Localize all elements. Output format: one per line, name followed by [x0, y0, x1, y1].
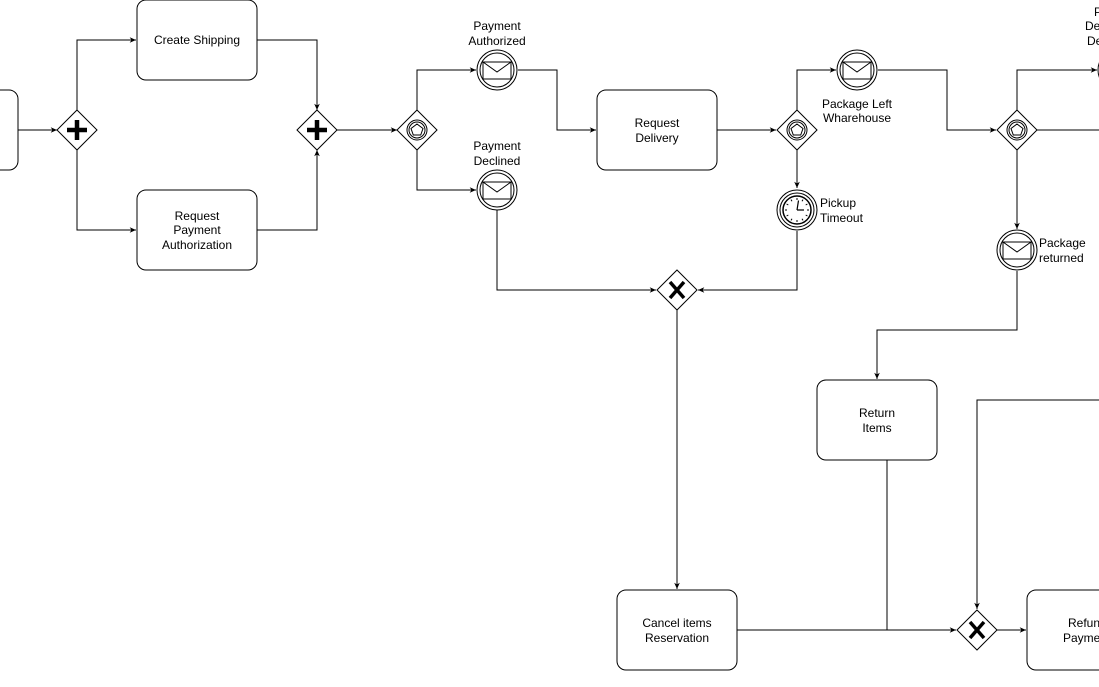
event-package-delivered-partial[interactable]: P De De — [1085, 5, 1099, 90]
flow-declined-to-exclusive[interactable] — [496, 210, 656, 293]
gateway-exclusive-refund[interactable] — [956, 609, 998, 651]
sequence-flows — [18, 37, 1099, 633]
flow-timeout-to-exclusive[interactable] — [698, 231, 798, 293]
gateway-event-package[interactable] — [996, 109, 1038, 151]
task-label: Payme — [1063, 631, 1099, 645]
task-return-items[interactable]: Return Items — [816, 379, 938, 461]
flow-gateway-to-package-left[interactable] — [796, 67, 836, 110]
task-label: Return — [859, 406, 895, 420]
event-label: Payment — [473, 139, 521, 153]
event-label: Payment — [473, 19, 521, 33]
task-previous[interactable] — [0, 89, 19, 171]
event-label: Timeout — [820, 211, 864, 225]
event-label: P — [1094, 5, 1099, 19]
pentagon-icon — [790, 123, 804, 136]
pentagon-icon — [410, 123, 424, 136]
pentagon-icon — [1010, 123, 1024, 136]
gateway-event-delivery[interactable] — [776, 109, 818, 151]
event-label: Wharehouse — [823, 111, 891, 125]
gateway-parallel-join[interactable] — [296, 109, 338, 151]
event-label: Package Left — [822, 97, 893, 111]
flow-gateway-to-payment-declined[interactable] — [416, 150, 476, 193]
task-request-payment-authorization[interactable]: Request Payment Authorization — [136, 189, 258, 271]
task-request-delivery[interactable]: Request Delivery — [596, 89, 718, 171]
gateway-parallel-split[interactable] — [56, 109, 98, 151]
task-label: Delivery — [635, 131, 678, 145]
task-refund-payment[interactable]: Refun Payme — [1026, 589, 1099, 671]
x-icon — [968, 620, 986, 640]
task-cancel-items-reservation[interactable]: Cancel items Reservation — [616, 589, 738, 671]
flow-gateway-to-delivered[interactable] — [1016, 67, 1097, 110]
flow-request-payment-to-join[interactable] — [257, 150, 320, 231]
task-create-shipping[interactable]: Create Shipping — [136, 0, 258, 81]
event-package-left-warehouse[interactable]: Package Left Wharehouse — [822, 49, 893, 125]
plus-icon — [307, 120, 327, 140]
plus-icon — [67, 120, 87, 140]
flow-offscreen-to-exclusive[interactable] — [974, 399, 1099, 609]
event-label: Declined — [474, 154, 521, 168]
envelope-icon — [482, 181, 512, 200]
x-icon — [668, 280, 686, 300]
task-label: Request — [635, 116, 680, 130]
event-label: Pickup — [820, 196, 856, 210]
event-label: De — [1085, 19, 1099, 33]
task-label: Reservation — [645, 631, 709, 645]
flow-split-to-create-shipping[interactable] — [76, 37, 136, 110]
event-label: returned — [1039, 251, 1084, 265]
flow-authorized-to-request-delivery[interactable] — [518, 69, 596, 133]
envelope-icon — [842, 61, 872, 80]
flow-split-to-request-payment[interactable] — [76, 150, 136, 233]
event-package-returned[interactable]: Package returned — [996, 229, 1086, 271]
task-label: Items — [862, 421, 891, 435]
gateway-event-payment[interactable] — [396, 109, 438, 151]
task-label: Payment — [173, 223, 221, 237]
event-label: De — [1087, 34, 1099, 48]
task-label: Refun — [1068, 616, 1099, 630]
envelope-icon — [482, 61, 512, 80]
task-label: Create Shipping — [154, 33, 240, 47]
event-label: Package — [1039, 236, 1086, 250]
flow-gateway-to-payment-authorized[interactable] — [416, 67, 476, 110]
flow-create-shipping-to-join[interactable] — [257, 39, 320, 110]
flow-package-returned-to-return-items[interactable] — [874, 271, 1018, 379]
event-label: Authorized — [468, 34, 525, 48]
task-label: Cancel items — [642, 616, 711, 630]
clock-icon — [782, 195, 812, 225]
envelope-icon — [1002, 241, 1032, 260]
event-payment-declined[interactable]: Payment Declined — [473, 139, 521, 211]
event-pickup-timeout[interactable]: Pickup Timeout — [776, 189, 864, 231]
task-label: Request — [175, 209, 220, 223]
gateway-exclusive-cancel[interactable] — [656, 269, 698, 311]
task-label: Authorization — [162, 238, 232, 252]
flow-package-left-to-gateway[interactable] — [878, 69, 996, 133]
event-payment-authorized[interactable]: Payment Authorized — [468, 19, 526, 91]
